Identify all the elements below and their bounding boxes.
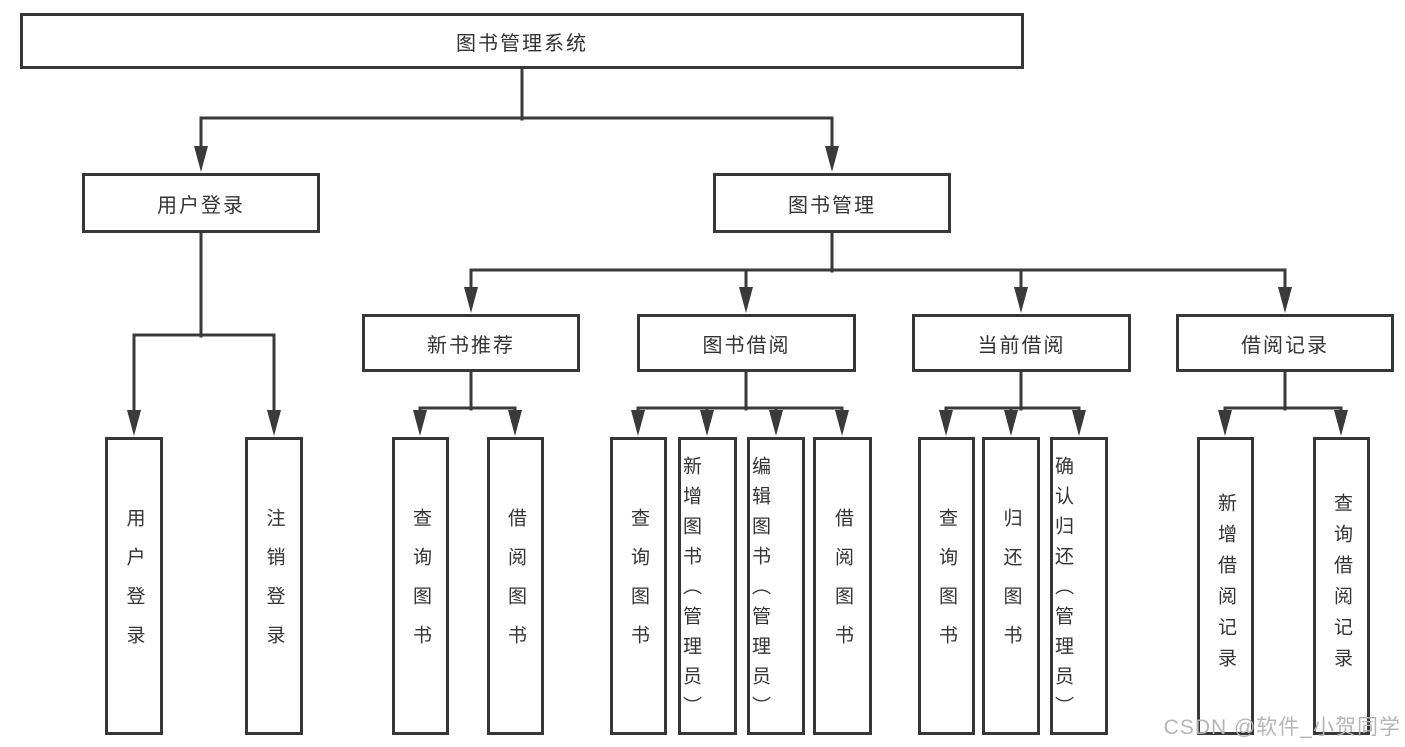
leaf-label: 用户登录: [123, 508, 145, 664]
leaf-edit-book-admin: 编辑图书（管理员）: [747, 437, 805, 735]
node-book-borrowing: 图书借阅: [637, 314, 856, 372]
leaf-label: 确认归还（管理员）: [1052, 456, 1073, 726]
csdn-watermark: CSDN @软件_小贺同学: [1163, 716, 1401, 739]
node-label: 图书管理系统: [456, 32, 588, 55]
leaf-confirm-return-admin: 确认归还（管理员）: [1050, 437, 1108, 735]
node-label: 图书管理: [788, 194, 876, 217]
leaf-user-login: 用户登录: [105, 437, 163, 735]
node-current-borrowing: 当前借阅: [912, 314, 1131, 372]
leaf-label: 编辑图书（管理员）: [749, 456, 770, 726]
leaf-label: 新增图书（管理员）: [680, 456, 701, 726]
leaf-label: 查询图书: [628, 508, 649, 664]
leaf-query-borrow-record: 查询借阅记录: [1313, 437, 1370, 735]
leaf-label: 查询图书: [936, 508, 957, 664]
leaf-query-books-current: 查询图书: [918, 437, 975, 735]
leaf-query-books-borrow: 查询图书: [610, 437, 667, 735]
leaf-logout: 注销登录: [245, 437, 303, 735]
node-label: 借阅记录: [1241, 334, 1329, 357]
leaf-label: 借阅图书: [505, 508, 526, 664]
leaf-label: 借阅图书: [832, 508, 853, 664]
node-label: 用户登录: [157, 194, 245, 217]
leaf-borrow-books: 借阅图书: [813, 437, 872, 735]
leaf-query-books-recommend: 查询图书: [392, 437, 449, 735]
node-book-management: 图书管理: [713, 173, 951, 233]
node-label: 新书推荐: [427, 334, 515, 357]
node-label: 当前借阅: [977, 334, 1066, 357]
leaf-borrow-books-recommend: 借阅图书: [487, 437, 544, 735]
node-new-book-recommend: 新书推荐: [362, 314, 580, 372]
leaf-label: 注销登录: [263, 508, 285, 664]
leaf-return-books: 归还图书: [982, 437, 1040, 735]
node-label: 图书借阅: [702, 334, 791, 357]
leaf-label: 查询借阅记录: [1331, 493, 1352, 679]
leaf-add-borrow-record: 新增借阅记录: [1197, 437, 1254, 735]
node-user-login: 用户登录: [82, 173, 320, 233]
leaf-label: 归还图书: [1000, 508, 1022, 664]
leaf-label: 新增借阅记录: [1215, 493, 1236, 679]
leaf-label: 查询图书: [410, 508, 431, 664]
leaf-add-book-admin: 新增图书（管理员）: [678, 437, 737, 735]
node-borrowing-records: 借阅记录: [1176, 314, 1394, 372]
node-library-management-system: 图书管理系统: [20, 13, 1024, 69]
